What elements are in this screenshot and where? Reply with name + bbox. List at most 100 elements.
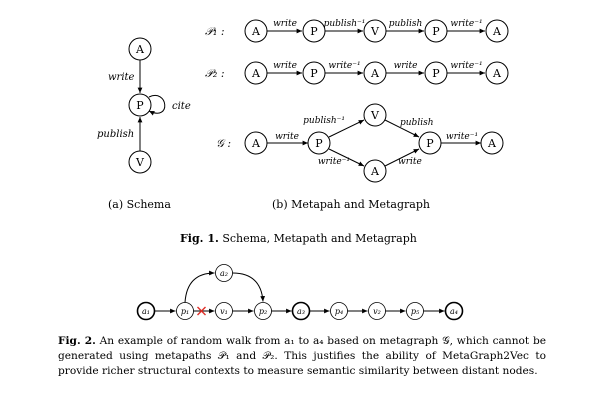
p1-node-4 (485, 19, 509, 43)
g-node-a1-label: A (251, 137, 261, 150)
walk-node-1 (176, 302, 194, 320)
p1-node-label-1: P (310, 25, 318, 38)
p2-node-0 (244, 61, 268, 85)
g-edge-write-inv (328, 148, 365, 167)
walk-node-5 (330, 302, 348, 320)
walk-node-label-2: v₁ (220, 307, 228, 316)
random-walk-graph: a₁ p₁ v₁ p₂ a₃ p₄ v₂ p₅ a₄ a₂ (136, 264, 464, 321)
metagraph-g: 𝒢 : A P V A P A write publish⁻¹ write⁻¹ … (216, 103, 504, 183)
g-node-v-label: V (370, 109, 380, 122)
walk-node-label-5: p₄ (335, 307, 343, 316)
fig2-caption-label: Fig. 2. (58, 335, 96, 347)
p2-node-2 (363, 61, 387, 85)
fig1-caption: Fig. 1. Schema, Metapath and Metagraph (180, 232, 417, 245)
p2-edge-label-2: write (394, 61, 418, 71)
g-node-p1 (307, 131, 331, 155)
metapath-p1: 𝒫₁ : write publish⁻¹ publish write⁻¹ A P V P A (205, 19, 509, 43)
schema-label-cite: cite (172, 101, 191, 112)
p1-edge-label-1: publish⁻¹ (324, 19, 366, 29)
p2-node-label-4: A (492, 67, 502, 80)
walk-node-label-8: a₄ (450, 307, 458, 316)
g-node-p2 (418, 131, 442, 155)
p2-node-label-3: P (432, 67, 440, 80)
fig2-caption-text: An example of random walk from a₁ to a₄ … (58, 335, 546, 377)
p1-node-1 (302, 19, 326, 43)
g-node-a3 (480, 131, 504, 155)
p2-edge-label-0: write (273, 61, 297, 71)
g-label-publish-inv: publish⁻¹ (303, 116, 345, 126)
p2-node-label-2: A (370, 67, 380, 80)
g-node-a2-label: A (370, 165, 380, 178)
p2-node-4 (485, 61, 509, 85)
schema-node-p (128, 93, 152, 117)
fig2-caption: Fig. 2. An example of random walk from a… (58, 334, 546, 379)
g-node-a1 (244, 131, 268, 155)
walk-arc-to-a2 (184, 270, 215, 303)
walk-node-label-7: p₅ (411, 307, 420, 316)
g-label-write-inv: write⁻¹ (318, 157, 350, 167)
g-label-write-2: write (398, 157, 422, 167)
g-edge-publish-inv (328, 119, 365, 138)
schema-node-v-label: V (135, 156, 145, 169)
schema-graph: A P V write cite publish (97, 37, 191, 174)
fig1-caption-label: Fig. 1. (180, 232, 219, 245)
g-label-write-inv-2: write⁻¹ (446, 132, 478, 142)
walk-node-7 (406, 302, 424, 320)
g-node-p1-label: P (315, 137, 323, 150)
p1-node-3 (424, 19, 448, 43)
walk-node-a2-label: a₂ (220, 269, 228, 278)
p2-node-label-1: P (310, 67, 318, 80)
g-label-write: write (275, 132, 299, 142)
p1-edge-label-3: write⁻¹ (450, 19, 482, 29)
schema-node-a-label: A (135, 43, 145, 56)
p1-node-label-0: A (251, 25, 261, 38)
g-label-publish: publish (400, 118, 434, 128)
walk-node-label-4: a₃ (297, 307, 305, 316)
schema-node-v (128, 150, 152, 174)
schema-label-publish: publish (97, 129, 134, 140)
p1-node-0 (244, 19, 268, 43)
walk-node-label-6: v₂ (373, 307, 381, 316)
metagraph-g-label: 𝒢 : (216, 137, 231, 150)
cross-mark-stroke-2 (197, 306, 206, 316)
walk-node-6 (368, 302, 386, 320)
g-edge-write-2 (384, 148, 420, 167)
walk-node-3 (254, 302, 272, 320)
schema-caption: (a) Schema (108, 198, 171, 211)
p1-label: 𝒫₁ : (205, 25, 225, 38)
walk-arc-from-a2 (232, 272, 266, 302)
walk-node-label-3: p₂ (259, 307, 267, 316)
g-node-a2 (363, 159, 387, 183)
schema-edge-cite (148, 94, 166, 116)
p2-node-1 (302, 61, 326, 85)
p2-edge-label-3: write⁻¹ (450, 61, 482, 71)
p1-edge-label-0: write (273, 19, 297, 29)
p2-label: 𝒫₂ : (205, 67, 225, 80)
walk-node-label-0: a₁ (142, 307, 150, 316)
walk-node-2 (215, 302, 233, 320)
walk-node-a2 (215, 264, 233, 282)
schema-node-p-label: P (136, 99, 144, 112)
p1-node-label-2: V (370, 25, 380, 38)
p2-node-3 (424, 61, 448, 85)
schema-label-write: write (108, 72, 135, 83)
walk-node-label-1: p₁ (181, 307, 189, 316)
g-node-a3-label: A (487, 137, 497, 150)
p1-node-label-3: P (432, 25, 440, 38)
g-node-v (363, 103, 387, 127)
walk-node-0 (136, 301, 156, 321)
walk-node-4 (291, 301, 311, 321)
p1-edge-label-2: publish (389, 19, 423, 29)
metagraph-caption: (b) Metapah and Metagraph (272, 198, 430, 211)
p2-node-label-0: A (251, 67, 261, 80)
p2-edge-label-1: write⁻¹ (328, 61, 360, 71)
p1-node-label-4: A (492, 25, 502, 38)
p1-node-2 (363, 19, 387, 43)
g-node-p2-label: P (426, 137, 434, 150)
walk-node-8 (444, 301, 464, 321)
metapath-p2: 𝒫₂ : write write⁻¹ write write⁻¹ A P A P A (205, 61, 509, 85)
fig1-caption-text: Schema, Metapath and Metagraph (222, 232, 417, 245)
schema-node-a (128, 37, 152, 61)
